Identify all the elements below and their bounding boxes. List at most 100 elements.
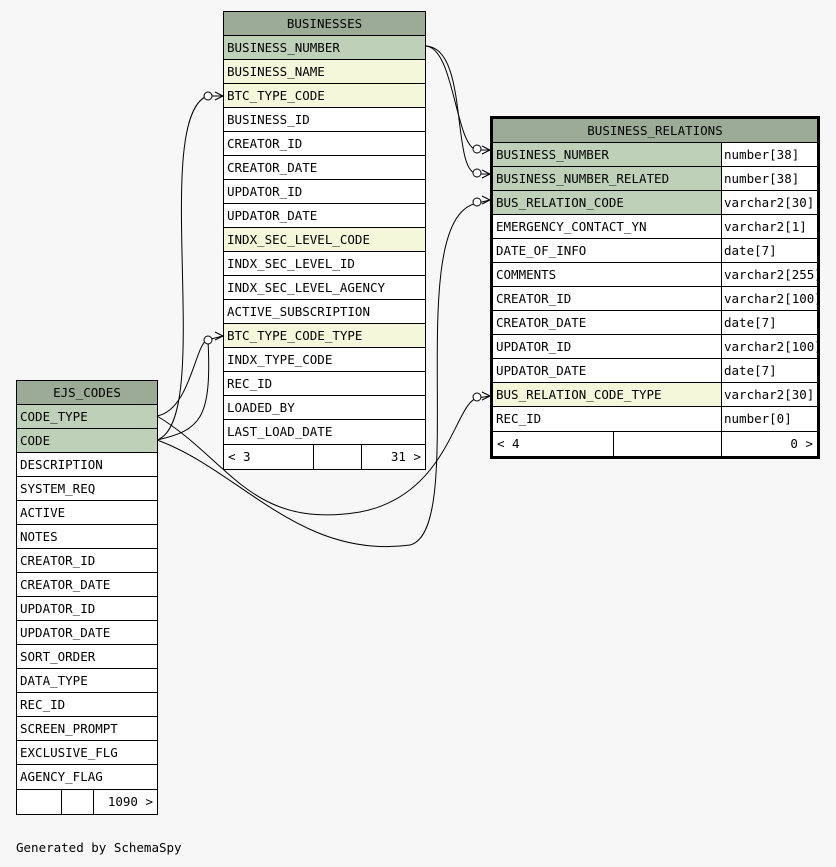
column-row[interactable]: CREATOR_ID	[17, 549, 157, 573]
column-name: LAST_LOAD_DATE	[227, 424, 333, 439]
column-name: ACTIVE	[20, 505, 66, 520]
column-row[interactable]: BTC_TYPE_CODE	[224, 84, 425, 108]
column-row[interactable]: CODE	[17, 429, 157, 453]
column-row[interactable]: INDX_SEC_LEVEL_CODE	[224, 228, 425, 252]
parents-count[interactable]	[17, 790, 61, 814]
column-row[interactable]: AGENCY_FLAG	[17, 765, 157, 789]
column-row[interactable]: SYSTEM_REQ	[17, 477, 157, 501]
children-count[interactable]: 1090 >	[93, 790, 157, 814]
table-title[interactable]: BUSINESS_RELATIONS	[493, 119, 817, 143]
column-row[interactable]: LAST_LOAD_DATE	[224, 420, 425, 444]
relation-line	[156, 339, 210, 441]
column-name: REC_ID	[20, 697, 66, 712]
column-row[interactable]: LOADED_BY	[224, 396, 425, 420]
column-row[interactable]: SORT_ORDER	[17, 645, 157, 669]
table-title[interactable]: BUSINESSES	[224, 12, 425, 36]
column-name: EXCLUSIVE_FLG	[20, 745, 118, 760]
column-row[interactable]: INDX_SEC_LEVEL_ID	[224, 252, 425, 276]
column-name: LOADED_BY	[227, 400, 295, 415]
column-name: CREATOR_ID	[20, 553, 96, 568]
column-row[interactable]: UPDATOR_DATE	[224, 204, 425, 228]
column-name: INDX_SEC_LEVEL_AGENCY	[227, 280, 386, 295]
column-type: date[7]	[721, 239, 817, 262]
column-row[interactable]: UPDATOR_ID	[17, 597, 157, 621]
relation-line	[156, 335, 224, 417]
relation-line	[424, 45, 490, 175]
column-row[interactable]: INDX_SEC_LEVEL_AGENCY	[224, 276, 425, 300]
column-row[interactable]: DESCRIPTION	[17, 453, 157, 477]
optional-marker	[472, 168, 482, 178]
column-row[interactable]: ACTIVE	[17, 501, 157, 525]
relation-line	[156, 199, 491, 548]
column-name: CODE	[17, 429, 157, 452]
column-row[interactable]: UPDATOR_ID	[224, 180, 425, 204]
column-row[interactable]: BUSINESS_ID	[224, 108, 425, 132]
relation-line	[156, 395, 491, 516]
column-row[interactable]: DATA_TYPE	[17, 669, 157, 693]
table-footer: < 4 0 >	[493, 431, 817, 456]
column-name: UPDATOR_DATE	[227, 208, 318, 223]
column-name: INDX_SEC_LEVEL_CODE	[224, 228, 425, 251]
column-row[interactable]: CODE_TYPE	[17, 405, 157, 429]
column-row[interactable]: COMMENTS varchar2[255]	[493, 263, 817, 287]
column-row[interactable]: SCREEN_PROMPT	[17, 717, 157, 741]
column-row[interactable]: CREATOR_ID	[224, 132, 425, 156]
column-type: varchar2[1]	[721, 215, 817, 238]
column-row[interactable]: NOTES	[17, 525, 157, 549]
column-type: number[38]	[721, 167, 817, 190]
parents-count[interactable]: < 3	[228, 449, 251, 464]
children-count[interactable]: 31 >	[361, 445, 425, 469]
column-type: varchar2[30]	[721, 383, 817, 406]
column-row[interactable]: INDX_TYPE_CODE	[224, 348, 425, 372]
column-name: CREATOR_DATE	[496, 315, 587, 330]
footer-middle	[313, 445, 361, 469]
column-type: number[38]	[721, 143, 817, 166]
parents-count[interactable]: < 4	[497, 436, 520, 451]
table-footer: < 3 31 >	[224, 444, 425, 469]
column-row[interactable]: EXCLUSIVE_FLG	[17, 741, 157, 765]
column-name: CREATOR_ID	[227, 136, 303, 151]
table-title[interactable]: EJS_CODES	[17, 381, 157, 405]
column-name: INDX_SEC_LEVEL_ID	[227, 256, 355, 271]
column-row[interactable]: UPDATOR_DATE	[17, 621, 157, 645]
column-name: UPDATOR_DATE	[496, 363, 587, 378]
column-row[interactable]: BUSINESS_NUMBER	[224, 36, 425, 60]
column-name: UPDATOR_ID	[20, 601, 96, 616]
column-row[interactable]: REC_ID	[224, 372, 425, 396]
column-name: BUSINESS_NUMBER_RELATED	[493, 167, 721, 190]
column-name: COMMENTS	[496, 267, 557, 282]
column-name: REC_ID	[227, 376, 273, 391]
column-row[interactable]: BTC_TYPE_CODE_TYPE	[224, 324, 425, 348]
column-name: BTC_TYPE_CODE_TYPE	[224, 324, 425, 347]
column-row[interactable]: CREATOR_DATE	[17, 573, 157, 597]
column-type: number[0]	[721, 407, 817, 431]
column-row[interactable]: BUSINESS_NAME	[224, 60, 425, 84]
column-type: varchar2[100]	[721, 287, 817, 310]
column-name: ACTIVE_SUBSCRIPTION	[227, 304, 370, 319]
children-count[interactable]: 0 >	[721, 432, 817, 456]
column-name: DESCRIPTION	[20, 457, 103, 472]
column-name: DATA_TYPE	[20, 673, 88, 688]
column-row[interactable]: REC_ID	[17, 693, 157, 717]
column-row[interactable]: CREATOR_DATE	[224, 156, 425, 180]
column-type: varchar2[255]	[721, 263, 817, 286]
footer-middle	[613, 432, 721, 456]
column-row[interactable]: ACTIVE_SUBSCRIPTION	[224, 300, 425, 324]
